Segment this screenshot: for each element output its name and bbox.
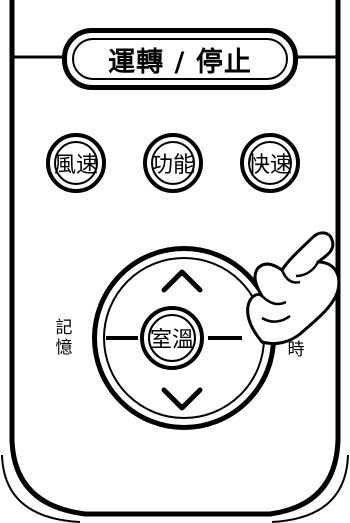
- room-temp-label: 室溫: [149, 328, 194, 353]
- memory-label: 記 憶: [55, 318, 73, 358]
- power-button-label: 運轉 / 停止: [108, 46, 252, 78]
- function-label: 功能: [150, 153, 195, 178]
- chevron-up-icon: [161, 269, 203, 293]
- power-button[interactable]: 運轉 / 停止: [62, 28, 298, 90]
- fan-speed-button[interactable]: 風速: [46, 133, 106, 193]
- fan-speed-label: 風速: [53, 153, 98, 178]
- chevron-down-icon: [161, 387, 203, 411]
- function-button[interactable]: 功能: [143, 133, 203, 193]
- room-temp-button[interactable]: 室溫: [140, 306, 204, 370]
- quick-button[interactable]: 快速: [240, 133, 300, 193]
- timer-label: 時: [287, 340, 305, 360]
- quick-label: 快速: [247, 153, 292, 178]
